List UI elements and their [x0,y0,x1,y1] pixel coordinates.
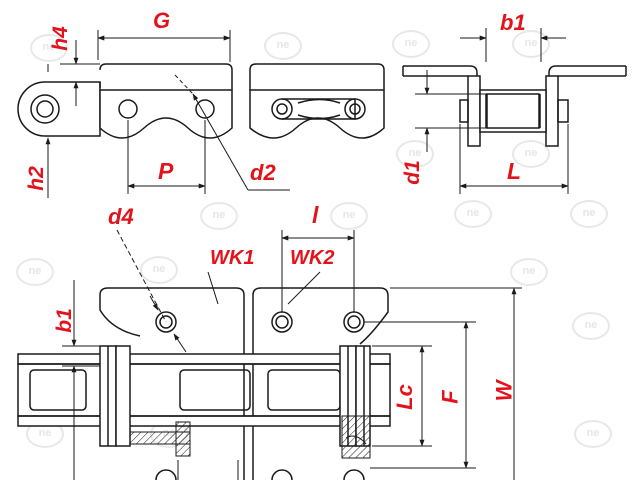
watermark-logo-icon: ne [510,258,548,286]
watermark-logo-icon: ne [454,200,492,228]
dimension-b1-top-view-label: b1 [52,308,76,333]
watermark-logo-icon: ne [330,202,368,230]
watermark-logo-icon: ne [140,256,178,284]
dimension-d2-label: d2 [250,160,276,185]
end-view [402,65,627,147]
top-view-dimensions [62,229,522,480]
dimension-d1-label: d1 [400,160,424,185]
dimension-WK1-label: WK1 [210,247,255,269]
dimension-P-label: P [158,158,174,184]
dimension-h2-label: h2 [24,166,48,191]
watermark-logo-icon: ne [572,312,610,340]
dimension-l-label: l [312,202,319,228]
dimension-F-label: F [437,390,463,404]
dimension-b1-end-view-label: b1 [500,10,526,35]
watermark-logo-icon: ne [396,140,434,168]
dimension-Lc-label: Lc [391,384,417,410]
watermark-logo-icon: ne [574,420,612,448]
side-view [17,63,385,139]
watermark-logo-icon: ne [512,30,550,58]
end-view-dimensions [415,28,569,194]
section-hatching [129,415,371,459]
dimension-WK2-label: WK2 [290,247,335,269]
watermark-logo-icon: ne [16,258,54,286]
dimension-W-label: W [491,380,517,402]
watermark-logo-icon: ne [30,34,68,62]
dimension-d4-label: d4 [108,204,134,229]
watermark-logo-icon: ne [264,32,302,60]
dimension-h4-label: h4 [48,26,72,51]
dimension-G-label: G [153,8,171,33]
watermark-logo-icon: ne [512,140,550,168]
watermark-logo-icon: ne [570,200,608,228]
side-view-dimensions [40,30,290,198]
watermark-logo-icon: ne [200,202,238,230]
watermark-logo-icon: ne [392,30,430,58]
dimension-L-label: L [507,158,522,184]
top-view [17,287,391,480]
